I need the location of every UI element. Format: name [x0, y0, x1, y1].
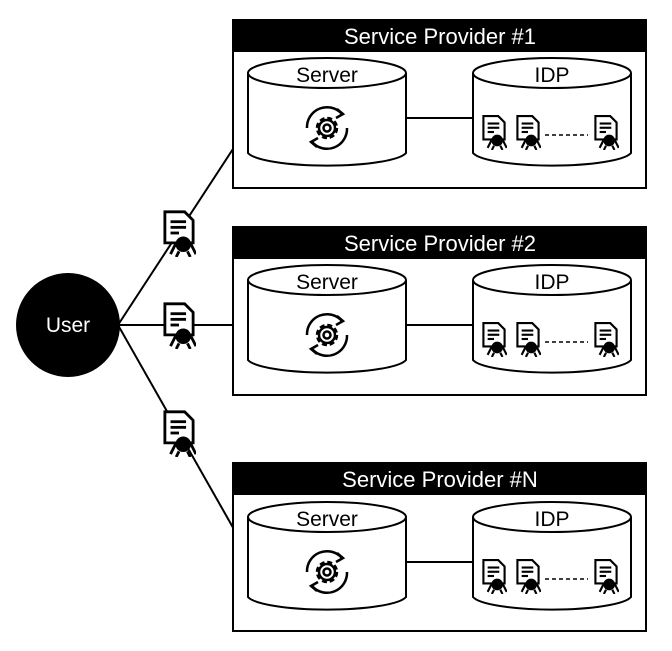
idp-cylinder: IDP [472, 57, 632, 167]
idp-label: IDP [534, 271, 569, 294]
token-certificate-icon [163, 410, 196, 457]
service-provider-2: Service Provider #2 Server IDP [232, 226, 647, 396]
idp-cylinder: IDP [472, 501, 632, 611]
idp-label: IDP [534, 64, 569, 87]
idp-cylinder: IDP [472, 264, 632, 374]
service-provider-1: Service Provider #1 Server IDP [232, 19, 647, 189]
idp-label: IDP [534, 508, 569, 531]
server-cylinder: Server [247, 57, 407, 167]
provider-title: Service Provider #2 [344, 231, 536, 256]
provider-title: Service Provider #N [342, 467, 538, 492]
provider-title: Service Provider #1 [344, 24, 536, 49]
service-provider-n: Service Provider #N Server IDP [232, 462, 647, 632]
user-label: User [46, 314, 90, 337]
server-label: Server [296, 64, 358, 87]
token-certificate-icon [163, 302, 196, 349]
user-node [16, 273, 120, 377]
server-label: Server [296, 271, 358, 294]
server-cylinder: Server [247, 264, 407, 374]
token-certificate-icon [163, 210, 196, 257]
server-label: Server [296, 508, 358, 531]
server-cylinder: Server [247, 501, 407, 611]
